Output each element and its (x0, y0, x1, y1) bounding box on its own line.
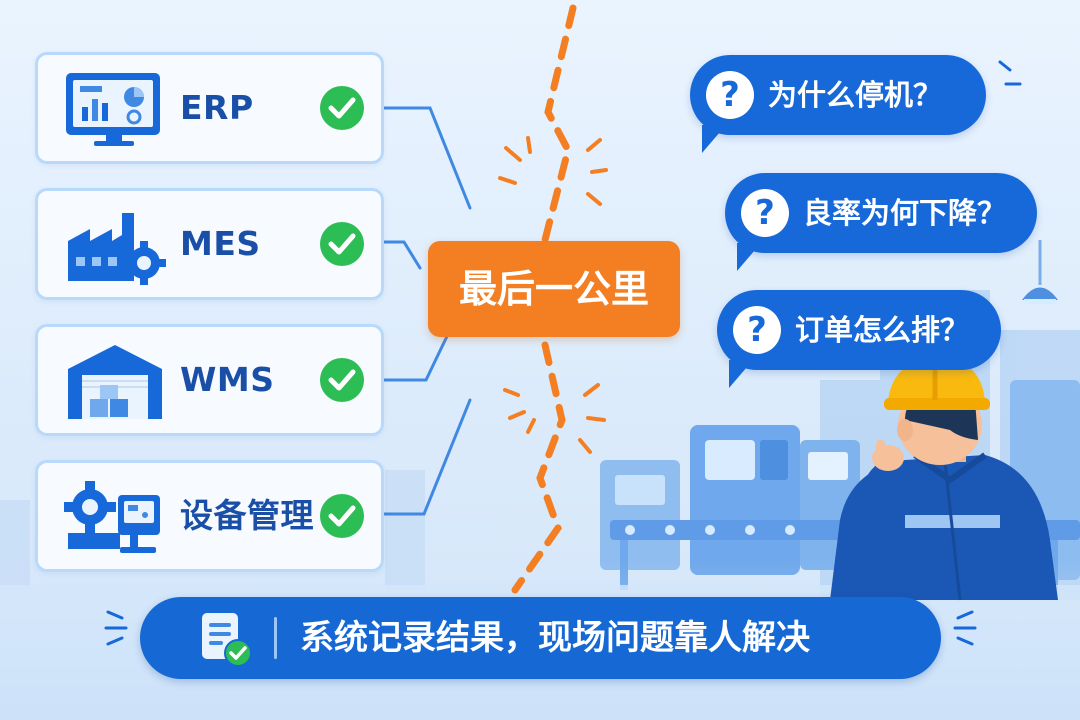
question-text: 良率为何下降？ (803, 196, 1007, 230)
footer-text: 系统记录结果，现场问题靠人解决 (300, 618, 810, 658)
dashboard-monitor-icon (66, 73, 160, 146)
warehouse-icon (68, 345, 162, 419)
factory-gear-icon (68, 213, 166, 285)
system-label: ERP (180, 88, 254, 127)
question-icon: ? (733, 306, 781, 354)
system-label: MES (180, 224, 261, 263)
system-label: WMS (180, 360, 275, 399)
check-icon (320, 222, 364, 266)
question-text: 为什么停机？ (768, 78, 943, 112)
last-mile-badge: 最后一公里 (428, 241, 680, 337)
system-card-erp: ERP (35, 52, 384, 164)
question-icon: ? (741, 189, 789, 237)
bubble-tail (702, 125, 726, 153)
bubble-tail (729, 360, 753, 388)
question-bubble-1: ? 为什么停机？ (690, 55, 986, 153)
check-icon (320, 86, 364, 130)
footer-divider (274, 617, 277, 659)
document-check-icon (202, 613, 252, 667)
check-icon (320, 494, 364, 538)
question-bubble-2: ? 良率为何下降？ (725, 173, 1037, 271)
system-card-equipment: 设备管理 (35, 460, 384, 572)
question-text: 订单怎么排？ (795, 313, 970, 347)
question-bubble-3: ? 订单怎么排？ (717, 290, 1001, 388)
question-icon: ? (706, 71, 754, 119)
bubble-tail (737, 243, 761, 271)
system-card-mes: MES (35, 188, 384, 300)
system-label: 设备管理 (180, 496, 314, 535)
summary-banner: 系统记录结果，现场问题靠人解决 (140, 597, 941, 679)
equipment-gear-panel-icon (64, 481, 160, 553)
check-icon (320, 358, 364, 402)
system-card-wms: WMS (35, 324, 384, 436)
